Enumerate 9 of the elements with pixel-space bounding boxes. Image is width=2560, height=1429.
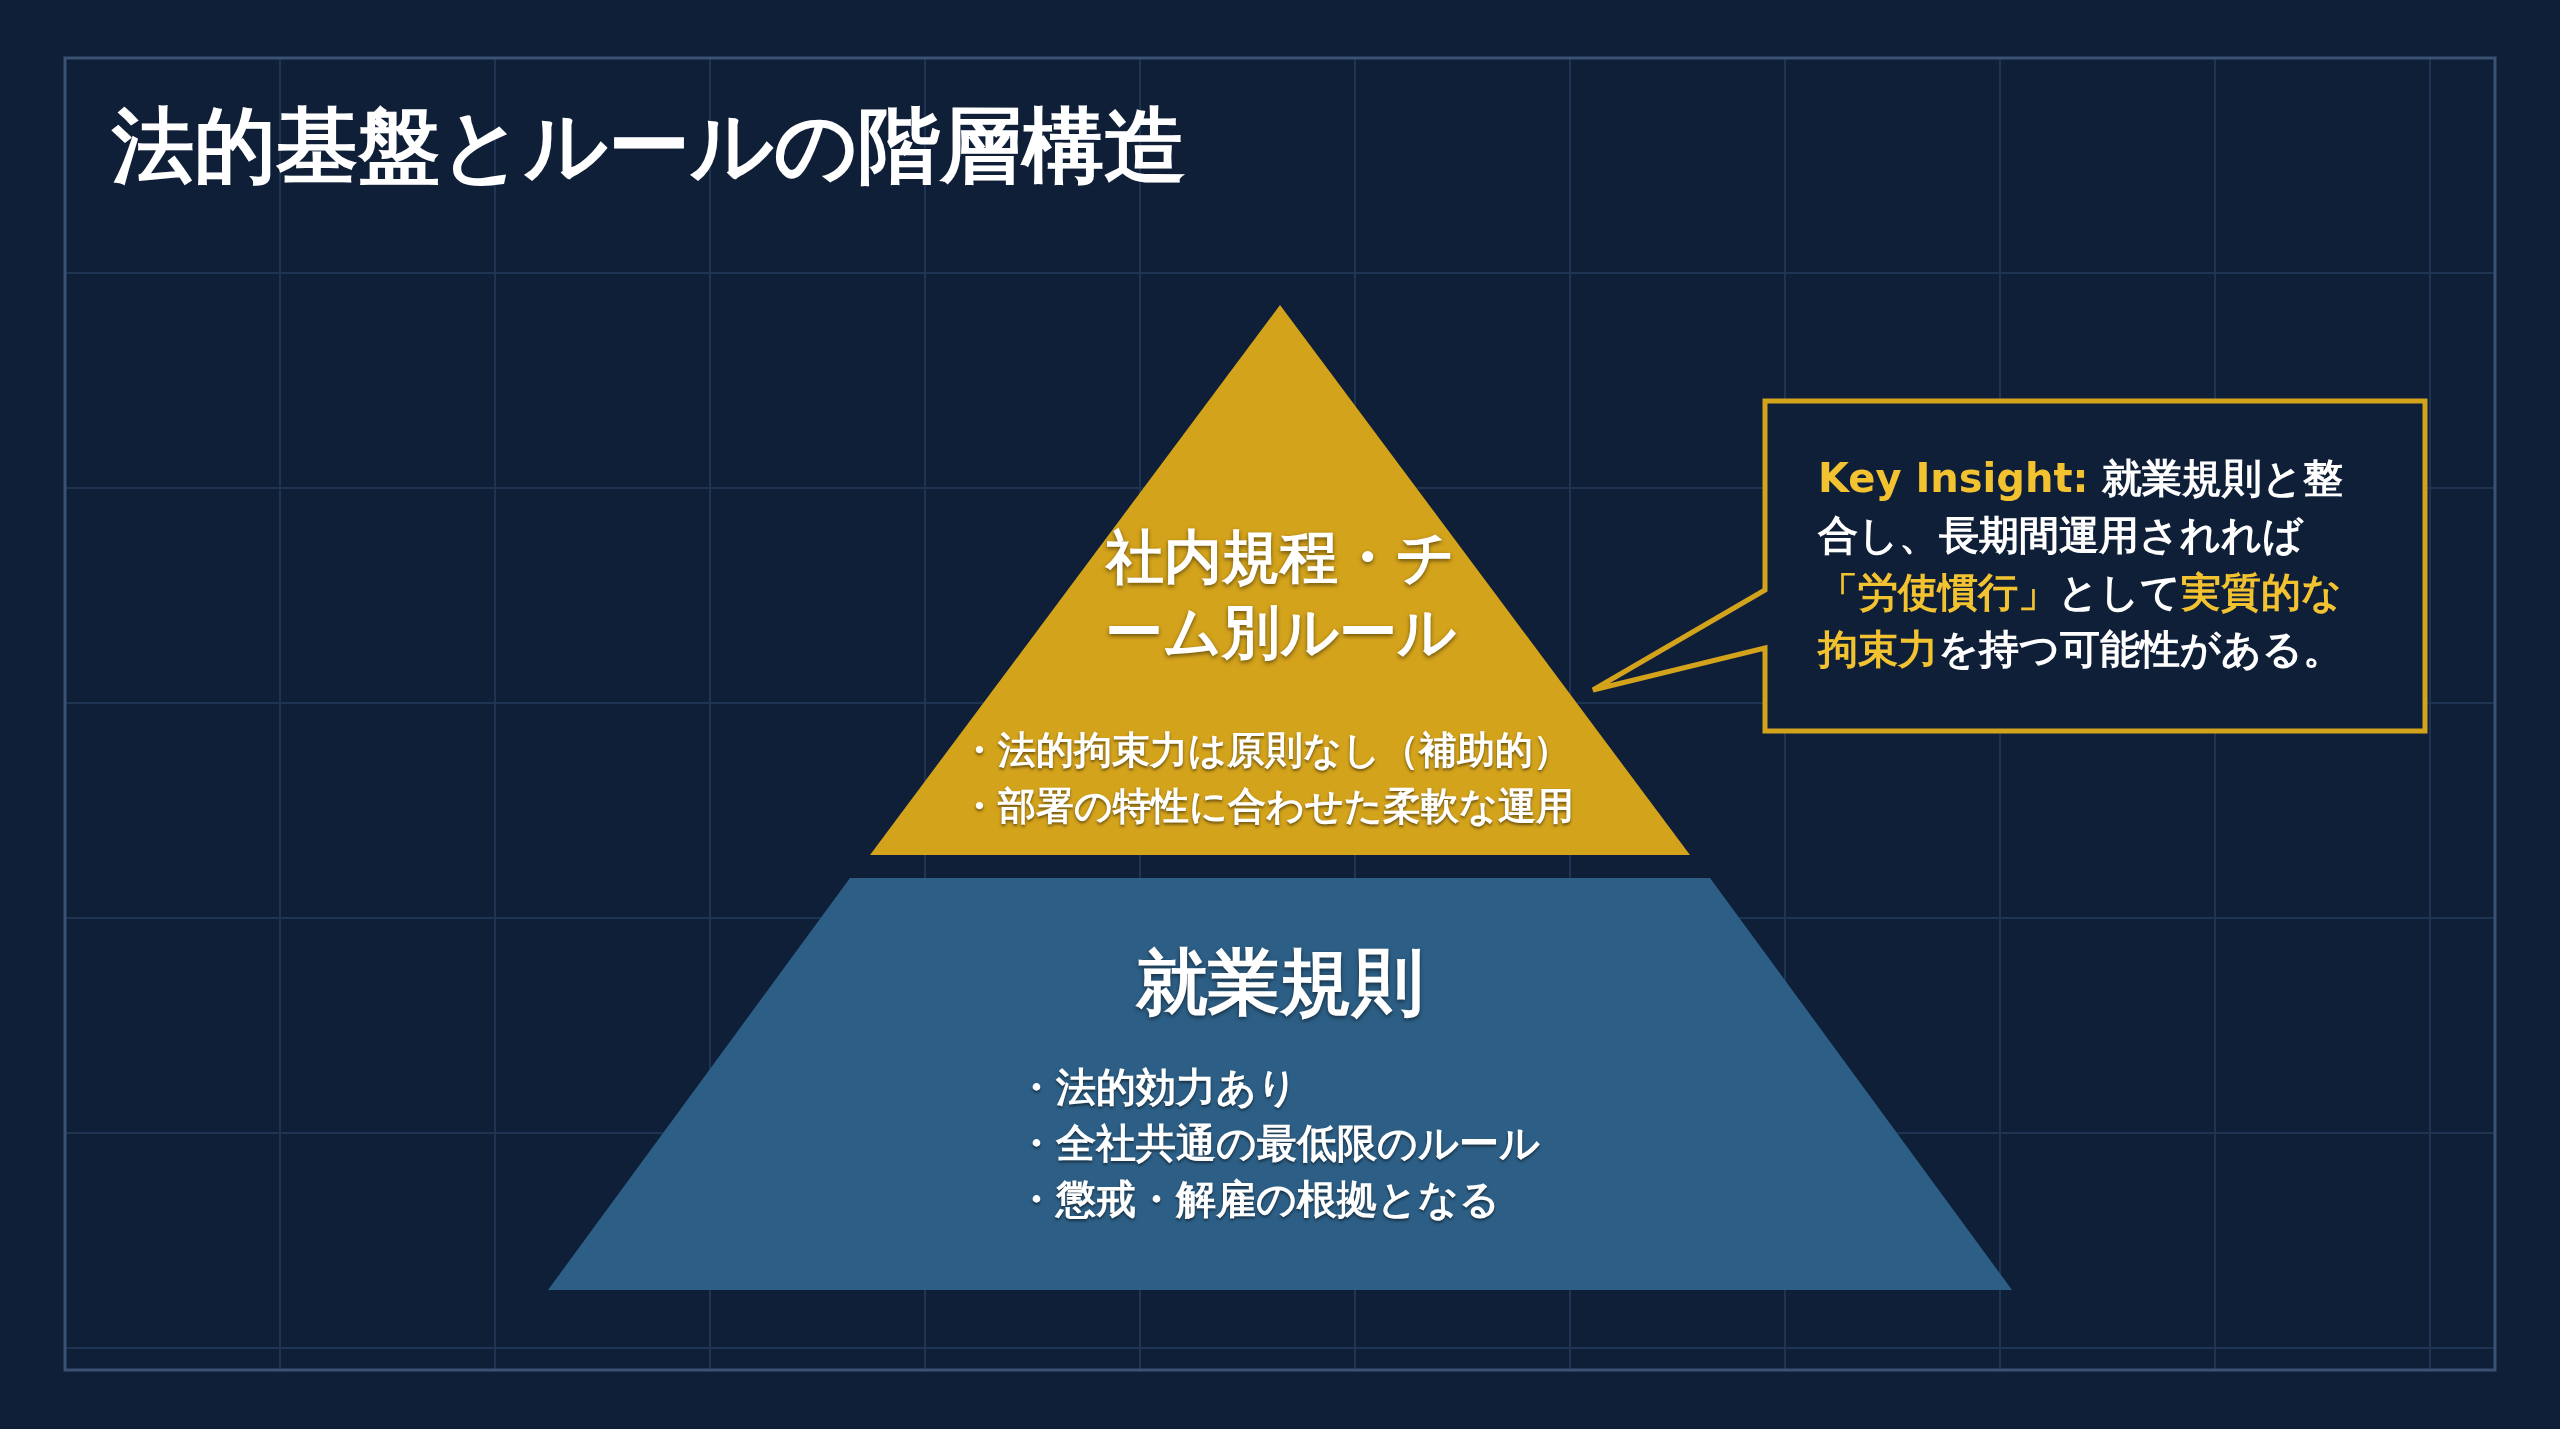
bullet-item: ・法的効力あり xyxy=(1016,1063,1298,1112)
bullet-item: ・法的拘束力は原則なし（補助的） xyxy=(960,727,1571,774)
bullet-item: ・懲戒・解雇の根拠となる xyxy=(1016,1175,1500,1224)
tier-heading: 就業規則 xyxy=(1134,939,1425,1026)
bullet-item: ・全社共通の最低限のルール xyxy=(1016,1119,1540,1168)
tier-heading: 社内規程・チーム別ルール xyxy=(1103,522,1457,669)
insight-text: Key Insight: 就業規則と整合し、長期間運用されれば「労使慣行」として実質的な拘束力を持つ可能性がある。 xyxy=(1818,454,2345,674)
bullet-item: ・部署の特性に合わせた柔軟な運用 xyxy=(960,783,1574,830)
slide-title: 法的基盤とルールの階層構造 xyxy=(112,97,1186,195)
